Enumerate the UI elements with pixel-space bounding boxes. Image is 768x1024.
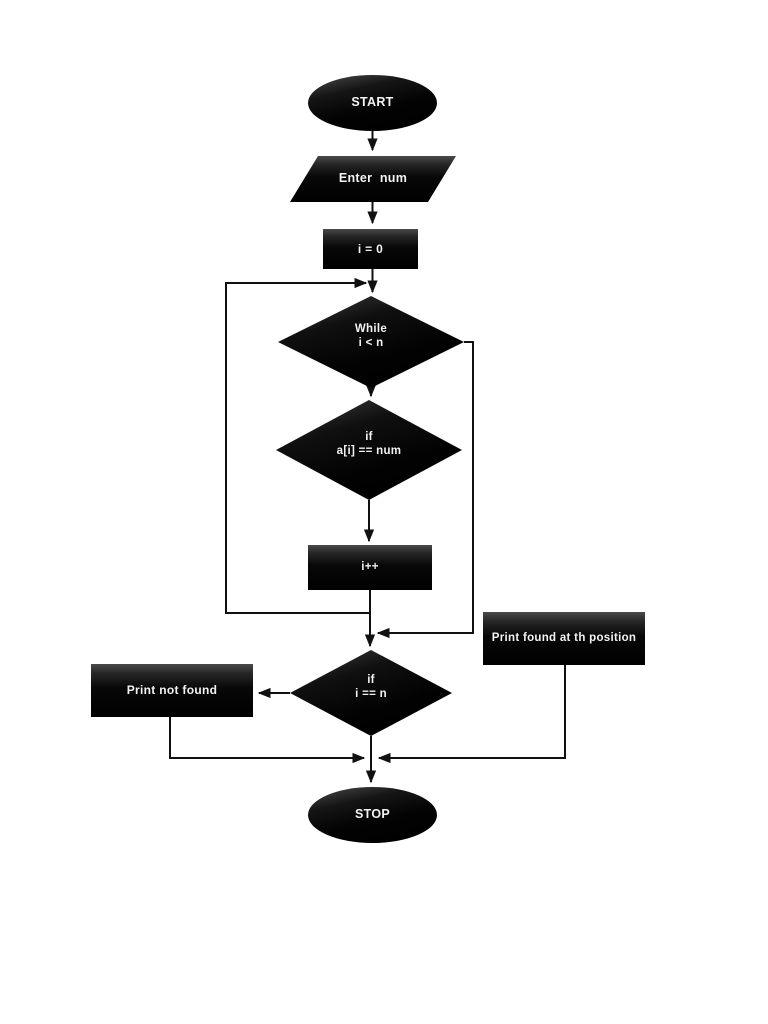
node-enter-num[interactable] (290, 156, 456, 202)
node-init-i[interactable] (323, 229, 418, 269)
edge-while-exit-right (376, 341, 474, 639)
node-if-end[interactable] (290, 650, 452, 736)
edge-print-not-found-to-stop (169, 717, 366, 764)
node-increment[interactable] (308, 545, 432, 590)
edge-print-found-to-stop (377, 665, 566, 764)
node-stop[interactable] (308, 787, 437, 843)
node-print-not-found[interactable] (91, 664, 253, 717)
connector-layer (169, 131, 566, 784)
node-start[interactable] (308, 75, 437, 131)
node-print-found[interactable] (483, 612, 645, 665)
node-if-match[interactable] (276, 400, 462, 500)
node-while-condition[interactable] (278, 296, 464, 388)
edge-loop-back-to-while (225, 277, 370, 614)
